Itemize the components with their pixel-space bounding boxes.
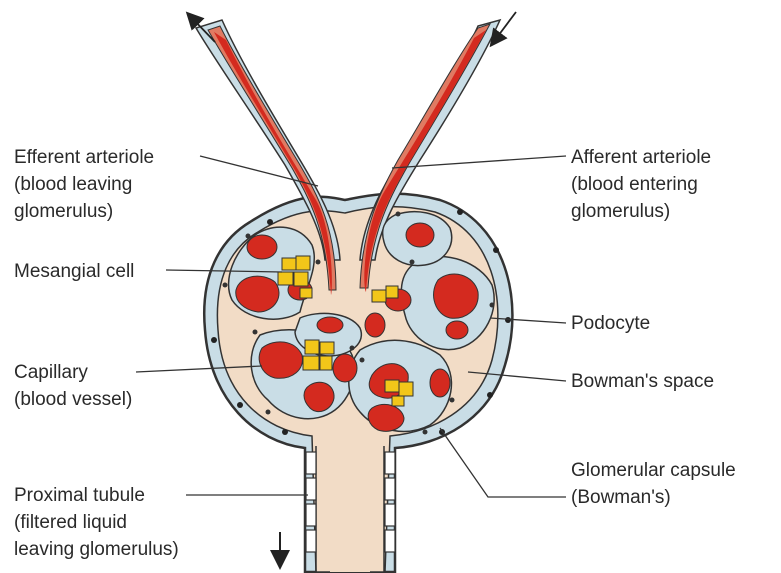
bowmans-space-line1: Bowman's space bbox=[571, 368, 714, 395]
efferent-line3: glomerulus) bbox=[14, 198, 154, 225]
proximal-line2: (filtered liquid bbox=[14, 509, 179, 536]
mesangial-cell-label: Mesangial cell bbox=[14, 258, 134, 285]
afferent-line1: Afferent arteriole bbox=[571, 144, 711, 171]
afferent-line3: glomerulus) bbox=[571, 198, 711, 225]
efferent-line2: (blood leaving bbox=[14, 171, 154, 198]
afferent-line2: (blood entering bbox=[571, 171, 711, 198]
podocyte-label: Podocyte bbox=[571, 310, 650, 337]
proximal-line3: leaving glomerulus) bbox=[14, 536, 179, 563]
capsule-leader bbox=[440, 428, 566, 497]
capsule-line1: Glomerular capsule bbox=[571, 457, 736, 484]
efferent-arteriole-label: Efferent arteriole (blood leaving glomer… bbox=[14, 144, 154, 225]
mesangial-line1: Mesangial cell bbox=[14, 258, 134, 285]
capillary-line2: (blood vessel) bbox=[14, 386, 132, 413]
proximal-line1: Proximal tubule bbox=[14, 482, 179, 509]
proximal-tubule-label: Proximal tubule (filtered liquid leaving… bbox=[14, 482, 179, 563]
glomerular-capsule-label: Glomerular capsule (Bowman's) bbox=[571, 457, 736, 511]
podocyte-line1: Podocyte bbox=[571, 310, 650, 337]
capillary-label: Capillary (blood vessel) bbox=[14, 359, 132, 413]
efferent-line1: Efferent arteriole bbox=[14, 144, 154, 171]
bowmans-space-label: Bowman's space bbox=[571, 368, 714, 395]
afferent-arteriole-label: Afferent arteriole (blood entering glome… bbox=[571, 144, 711, 225]
capsule-line2: (Bowman's) bbox=[571, 484, 736, 511]
capillary-line1: Capillary bbox=[14, 359, 132, 386]
